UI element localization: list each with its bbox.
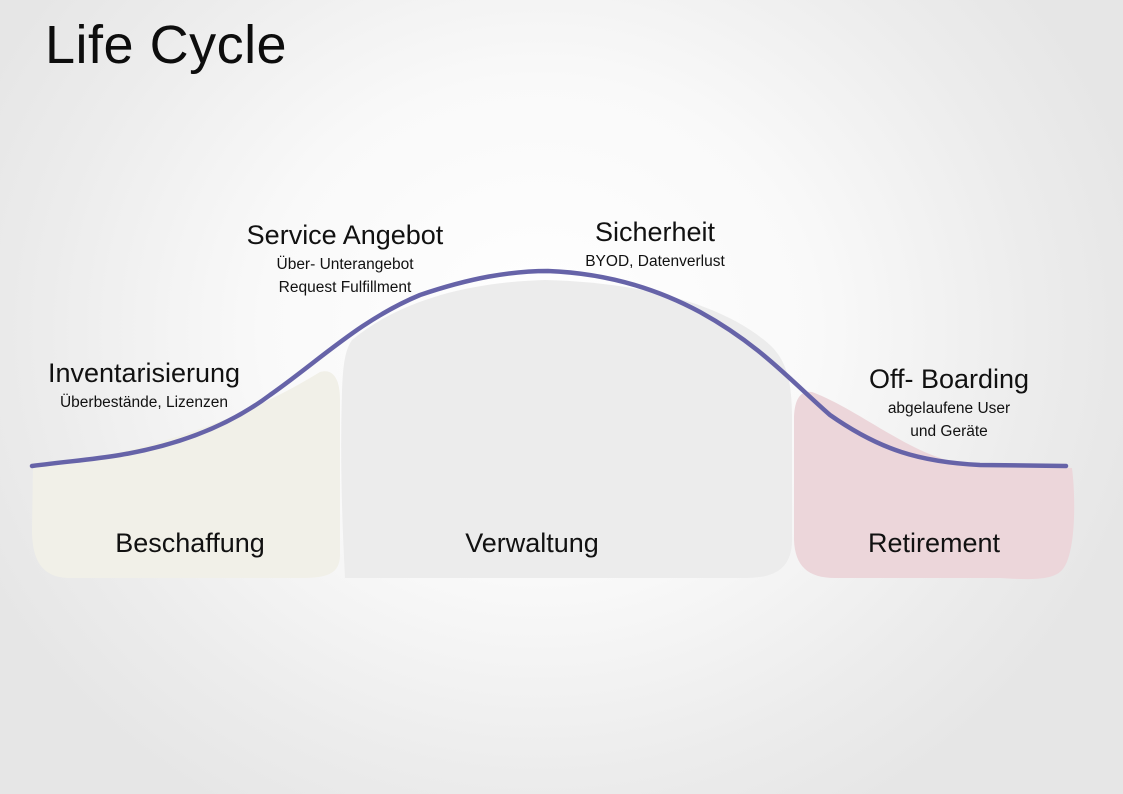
verwaltung-region [341, 280, 792, 578]
milestone-detail: abgelaufene User [887, 400, 1011, 417]
retirement-region [794, 391, 1075, 580]
milestone-detail: und Geräte [910, 423, 988, 440]
milestone-heading: Sicherheit [594, 217, 716, 247]
phase-verwaltung: Verwaltung [465, 528, 599, 558]
life-cycle-curve [29, 268, 1069, 469]
milestone-detail: Überbestände, Lizenzen [59, 394, 229, 411]
beschaffung-region [32, 371, 340, 578]
milestone-detail: Über- Unterangebot [276, 256, 414, 273]
milestone-detail: BYOD, Datenverlust [585, 253, 725, 270]
page-title: Life Cycle [45, 15, 288, 75]
milestone-heading: Off- Boarding [868, 364, 1030, 394]
milestone-inventarisierung: Inventarisierung Überbestände, Lizenzen [34, 357, 254, 414]
milestone-detail: Request Fulfillment [278, 279, 412, 296]
milestone-service-angebot: Service Angebot Über- Unterangebot Reque… [225, 219, 465, 299]
phase-retirement: Retirement [867, 528, 1001, 558]
phase-beschaffung: Beschaffung [115, 528, 265, 558]
milestone-heading: Service Angebot [246, 220, 444, 250]
milestone-off-boarding: Off- Boarding abgelaufene User und Gerät… [844, 363, 1054, 443]
milestone-sicherheit: Sicherheit BYOD, Datenverlust [555, 216, 755, 273]
milestone-heading: Inventarisierung [47, 358, 241, 388]
